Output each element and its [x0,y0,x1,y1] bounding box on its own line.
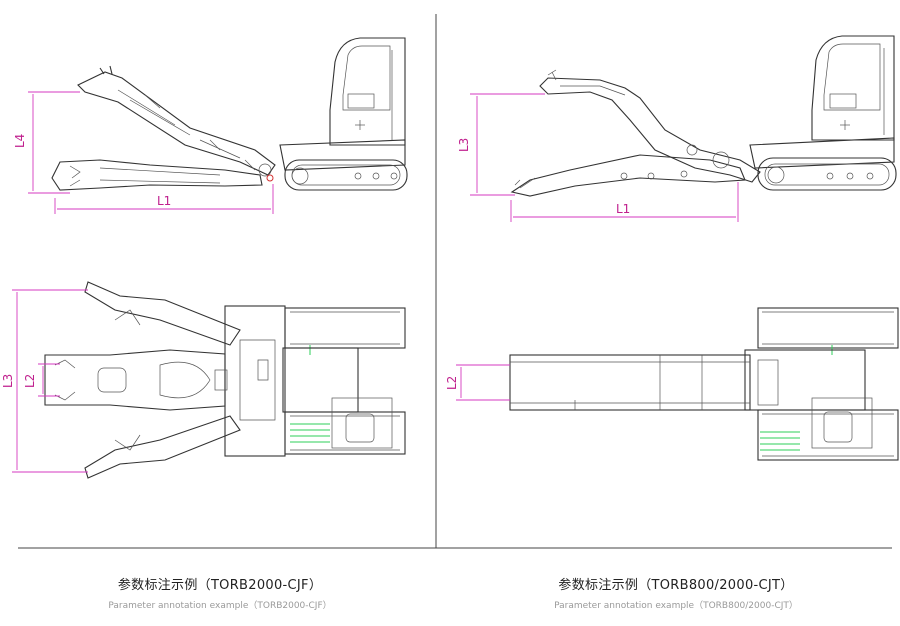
caption-right: 参数标注示例（TORB800/2000-CJT） Parameter annot… [456,574,896,611]
dimension-l4-label: L4 [13,134,27,148]
caption-left: 参数标注示例（TORB2000-CJF） Parameter annotatio… [0,574,440,611]
dimension-lines-left-side [28,91,274,214]
excavator-top-view-left [44,281,406,479]
dimension-l1-right-label: L1 [616,202,630,216]
dimension-l2-left-label: L2 [23,374,37,388]
dimension-l3-right-label: L3 [457,138,471,152]
excavator-side-view-left [51,37,408,191]
caption-right-en: Parameter annotation example（TORB800/200… [554,601,798,611]
excavator-top-view-right [509,307,899,461]
dimension-lines-left-top [12,289,88,473]
caption-right-cn: 参数标注示例（TORB800/2000-CJT） [558,578,794,593]
dimension-l3-left-label: L3 [1,374,15,388]
dimension-l2-right-label: L2 [445,376,459,390]
caption-left-cn: 参数标注示例（TORB2000-CJF） [117,578,323,593]
excavator-side-view-right [510,35,897,197]
dimension-l1-left-label: L1 [157,194,171,208]
dimension-lines-right-top [456,364,510,401]
dimension-lines-right-side [470,93,739,222]
caption-left-en: Parameter annotation example（TORB2000-CJ… [108,601,332,611]
